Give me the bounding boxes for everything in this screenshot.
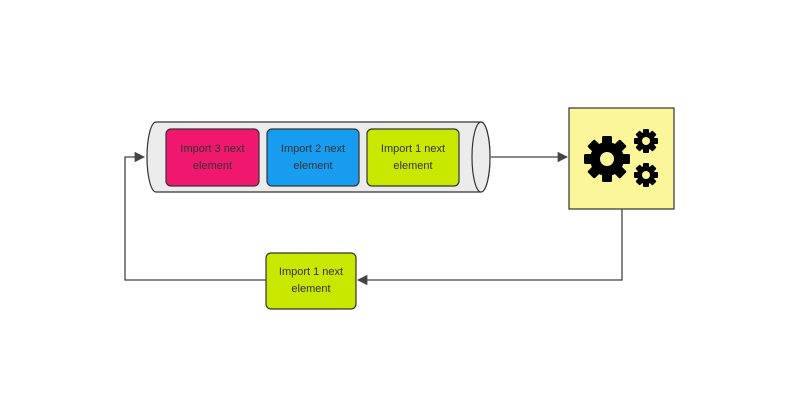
queue-item-2-label: Import 2 next element	[280, 142, 346, 172]
arrow-processor-to-output	[356, 209, 623, 286]
queue-item-2: Import 2 next element	[266, 128, 360, 187]
queue-item-3-label: Import 3 next element	[180, 142, 245, 172]
output-item: Import 1 next element	[265, 252, 357, 310]
output-item-label: Import 1 next element	[278, 266, 344, 295]
queue-item-1-label: Import 1 next element	[380, 142, 446, 172]
queue-item-3: Import 3 next element	[165, 128, 260, 187]
gears-icon	[584, 129, 658, 187]
arrow-output-to-queue	[124, 151, 266, 281]
queue-item-1: Import 1 next element	[366, 128, 460, 187]
